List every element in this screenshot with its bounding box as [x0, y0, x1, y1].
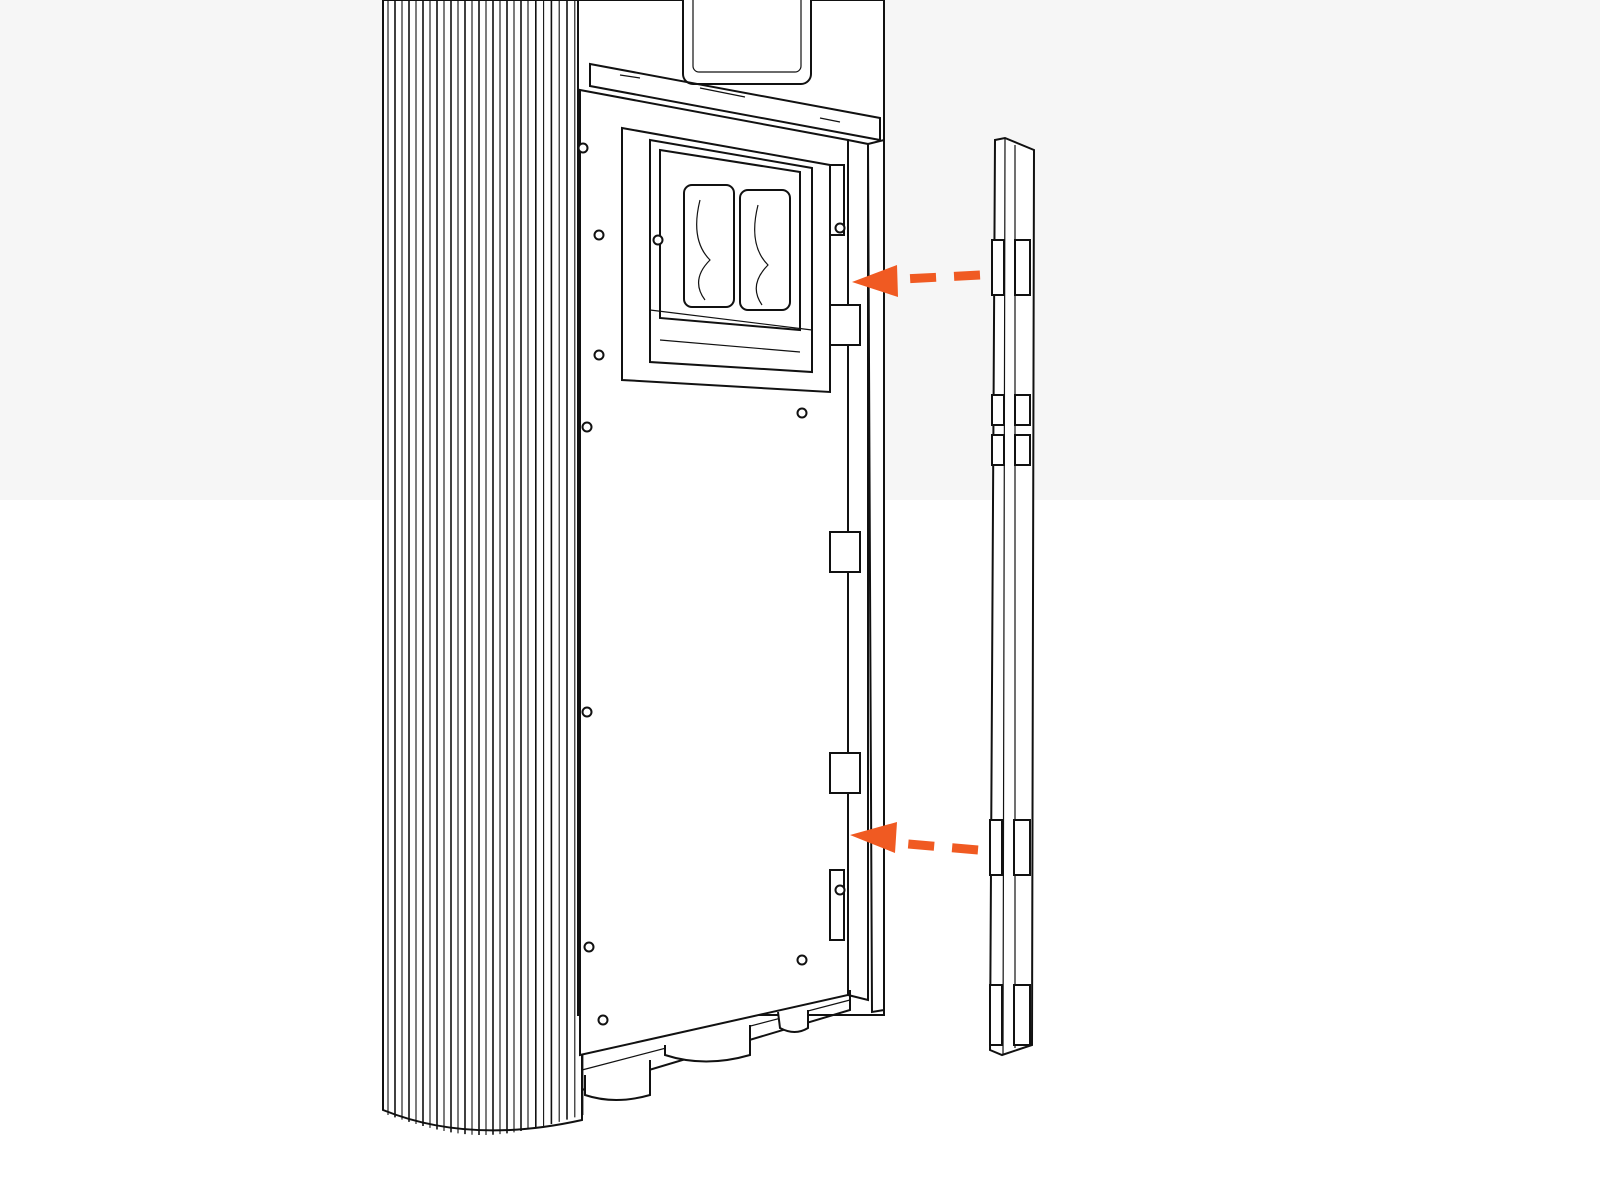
lower-insert-arrow	[850, 822, 979, 855]
screw	[581, 421, 593, 433]
foot	[584, 1060, 651, 1101]
kiosk-body	[577, 0, 885, 1101]
screw	[593, 349, 605, 361]
screw	[834, 222, 846, 234]
side-edge-strip	[866, 138, 885, 1014]
screws	[577, 142, 846, 1026]
fluted-column	[382, 0, 584, 1135]
display-screen	[682, 0, 812, 85]
screw	[652, 234, 664, 246]
screw	[796, 407, 808, 419]
screw	[593, 229, 605, 241]
screw	[577, 142, 589, 154]
mounting-clips	[829, 164, 861, 941]
foot	[777, 1010, 809, 1033]
upper-insert-arrow	[852, 265, 981, 297]
screw	[796, 954, 808, 966]
side-trim-panel	[988, 136, 1036, 1057]
column-flutes	[387, 0, 584, 1135]
screw	[581, 706, 593, 718]
foot	[664, 1025, 751, 1063]
dispenser-bracket	[621, 126, 831, 394]
screw	[597, 1014, 609, 1026]
screw	[834, 884, 846, 896]
screw	[583, 941, 595, 953]
